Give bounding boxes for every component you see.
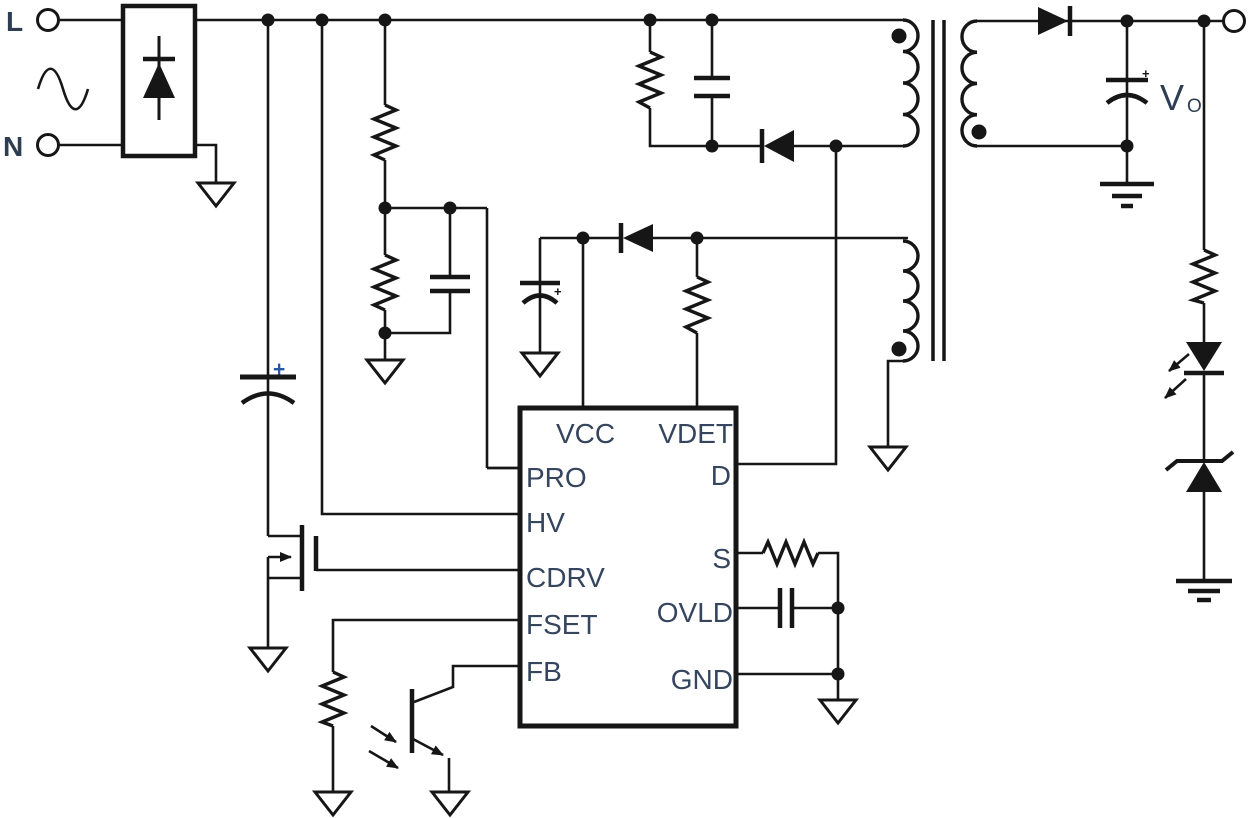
pin-label-vcc: VCC [556, 418, 615, 449]
junction-dot [831, 667, 845, 681]
pin-label-hv: HV [526, 507, 565, 538]
line-terminal-label: L [6, 6, 23, 37]
output-cap-polarity: + [1142, 66, 1150, 81]
ground-icon [363, 358, 407, 386]
ground-icon [428, 790, 472, 818]
bridge-diode-icon [143, 63, 175, 98]
ground-icon [194, 181, 238, 209]
drain-pin-wire [736, 146, 838, 466]
output-diode-icon [1038, 7, 1068, 35]
ground-icon [311, 790, 355, 818]
ground-icon [246, 646, 290, 674]
opto-emitter-arrow-icon [412, 737, 444, 757]
cascode-mosfet [246, 525, 520, 674]
divider-resistor [369, 253, 401, 312]
opto-light-arrow-icon [370, 724, 397, 744]
vcc-cap-curved-plate [521, 293, 559, 305]
secondary-winding [960, 19, 978, 148]
aux-winding [902, 239, 920, 363]
wire [195, 143, 218, 183]
pin-label-vdet: VDET [658, 418, 733, 449]
wire [736, 551, 840, 700]
feedback-branch [1164, 21, 1235, 603]
bulk-cap-curved-plate [240, 391, 296, 405]
bridge-body [120, 3, 198, 159]
vcc-diode-icon [623, 224, 653, 252]
ground-icon [518, 351, 562, 379]
vdet-resistor [681, 275, 713, 335]
secondary-rectifier: + V O [1038, 6, 1246, 209]
secondary-phase-dot [971, 124, 987, 140]
snubber-clamp [634, 20, 903, 163]
junction-dot [378, 326, 392, 340]
ground-icon [816, 698, 860, 726]
wire [977, 19, 1127, 148]
controller-ic: VCC VDET PRO HV CDRV FSET FB D S OVLD GN… [487, 146, 838, 729]
junction-dot [378, 201, 392, 215]
startup-divider [363, 20, 520, 470]
wire [886, 359, 903, 447]
wire [538, 236, 908, 408]
junction-dot [1120, 14, 1134, 28]
led-light-arrow-icon [1164, 378, 1187, 399]
led-light-arrow-icon [1168, 353, 1190, 372]
bulk-capacitor: + [240, 20, 296, 536]
output-voltage-subscript: O [1187, 96, 1202, 117]
junction-dot [443, 201, 457, 215]
zener-cathode-bar [1164, 450, 1235, 472]
aux-phase-dot [891, 341, 907, 357]
pin-label-ovld: OVLD [657, 597, 733, 628]
sense-resistor [761, 537, 820, 569]
optocoupler [368, 664, 520, 818]
bridge-rectifier [120, 3, 238, 209]
hv-wire [320, 20, 520, 516]
pin-label-fset: FSET [526, 609, 598, 640]
pin-label-fb: FB [526, 656, 562, 687]
wire [413, 664, 520, 704]
junction-dot [690, 231, 704, 245]
dc-rail [195, 13, 903, 27]
zener-diode-icon [1186, 462, 1222, 492]
ground-icon [866, 445, 910, 473]
primary-phase-dot [891, 28, 907, 44]
output-terminal [1222, 9, 1246, 33]
vcc-cap-polarity: + [554, 284, 562, 299]
junction-dot [1120, 139, 1134, 153]
wire [331, 618, 520, 792]
transformer [866, 18, 1127, 473]
pin-label-d: D [711, 460, 731, 491]
neutral-terminal-label: N [3, 131, 23, 162]
ac-sine-icon [36, 67, 90, 111]
output-cap-curved-plate [1105, 92, 1149, 105]
wire [383, 20, 520, 470]
neutral-terminal [36, 133, 60, 157]
fset-branch [311, 618, 520, 818]
feedback-resistor [1187, 248, 1220, 305]
wire [266, 534, 302, 648]
opto-light-arrow-icon [368, 749, 399, 770]
junction-dot [705, 139, 719, 153]
junction-dot [576, 231, 590, 245]
clamp-diode-icon [764, 130, 794, 162]
vcc-supply: + [518, 223, 908, 408]
output-voltage-label: V [1160, 77, 1184, 118]
startup-resistor [369, 103, 401, 162]
sense-network [736, 537, 860, 726]
pin-label-pro: PRO [526, 462, 587, 493]
pin-label-s: S [712, 543, 731, 574]
led-icon [1186, 342, 1222, 371]
junction-dot [831, 601, 845, 615]
snubber-resistor [634, 50, 666, 110]
bulk-cap-polarity: + [273, 358, 285, 381]
fset-resistor [317, 670, 349, 728]
primary-winding [902, 18, 920, 148]
wire [58, 18, 123, 147]
line-terminal [36, 8, 60, 32]
pin-label-cdrv: CDRV [526, 562, 605, 593]
wire [648, 20, 903, 148]
ic-body [517, 405, 739, 729]
pin-label-gnd: GND [671, 664, 733, 695]
ac-input: L N [3, 6, 123, 162]
